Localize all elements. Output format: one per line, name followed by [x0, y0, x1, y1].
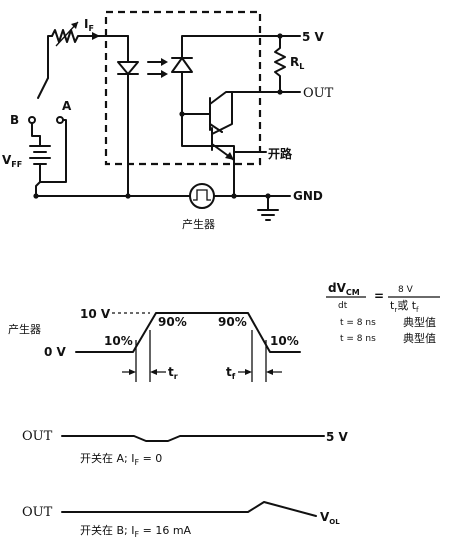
transistor-1 — [181, 91, 281, 133]
ground-symbol — [257, 195, 279, 221]
out-a-caption: 开关在 A; IF = 0 — [80, 451, 162, 467]
tf-markers — [238, 330, 282, 382]
out-b-trace — [61, 501, 317, 517]
v0-label: 0 V — [44, 345, 67, 359]
switch-b-label: B — [10, 113, 19, 127]
wire-open — [233, 151, 267, 173]
open-label: 开路 — [268, 146, 293, 161]
tf-arrow-right — [266, 369, 273, 375]
if-label: IF — [84, 17, 94, 33]
wire-contact-b — [31, 122, 41, 137]
out-label: OUT — [303, 86, 334, 101]
wire-pd-top — [181, 35, 281, 59]
transistor-2 — [211, 91, 235, 161]
out-b-label: OUT — [22, 505, 53, 520]
formula-line1-tail: 典型值 — [403, 315, 436, 329]
node-dot-1 — [179, 111, 185, 117]
generator-circle — [189, 183, 215, 209]
wire-contact-a — [39, 119, 67, 183]
formula-line2-tail: 典型值 — [403, 331, 436, 345]
v5-label: 5 V — [302, 30, 325, 44]
light-arrowhead-1 — [161, 58, 168, 66]
generator-pulse-icon — [193, 189, 211, 201]
pulse-waveform — [75, 312, 301, 353]
wire-top-left — [47, 35, 53, 45]
tf-arrow-left — [245, 369, 252, 375]
switch-blade — [37, 77, 49, 99]
formula-rhs-num: 8 V — [398, 285, 414, 295]
tr-label: tr — [168, 365, 178, 381]
switch-a-label: A — [62, 99, 72, 113]
output-switch-a: OUT 5 V 开关在 A; IF = 0 — [22, 429, 349, 467]
output-switch-b: OUT VOL 开关在 B; IF = 16 mA — [22, 501, 340, 539]
photodiode — [171, 57, 193, 73]
generator-waveform: 产生器 10 V 0 V 10% 90% 90% 10% tr tf — [8, 307, 301, 382]
v10-label: 10 V — [80, 307, 111, 321]
generator-label: 产生器 — [182, 217, 215, 231]
p90-left-label: 90% — [158, 315, 187, 329]
formula-eq: = — [374, 289, 384, 303]
formula-lhs-num: dVCM — [328, 281, 360, 297]
tr-arrow-right — [150, 369, 157, 375]
p90-right-label: 90% — [218, 315, 247, 329]
battery — [29, 135, 51, 197]
formula-lhs-den: dt — [338, 301, 348, 311]
out-a-v-label: 5 V — [326, 430, 349, 444]
tr-arrow-left — [129, 369, 136, 375]
rl-label: RL — [290, 55, 304, 71]
vff-label: VFF — [2, 153, 22, 169]
out-b-v-label: VOL — [320, 510, 340, 526]
if-current-arrow — [92, 32, 100, 40]
tr-markers — [122, 330, 166, 382]
out-b-caption: 开关在 B; IF = 16 mA — [80, 523, 192, 539]
gnd-label: GND — [293, 189, 323, 203]
waveform-gen-label: 产生器 — [8, 322, 41, 336]
formula-rhs-den: tr或 tf — [390, 299, 419, 314]
optocoupler-package — [104, 10, 262, 166]
test-circuit: IF 5 V RL OUT 开路 — [2, 10, 334, 231]
light-arrowhead-2 — [161, 70, 168, 78]
variable-resistor — [51, 29, 129, 43]
tf-label: tf — [226, 365, 236, 381]
transistor-2-emitter-arrow — [225, 152, 234, 160]
p10-right-label: 10% — [270, 334, 299, 348]
p10-left-label: 10% — [104, 334, 133, 348]
led-diode — [117, 61, 139, 75]
formula-line2: t = 8 ns — [340, 334, 376, 344]
load-resistor — [274, 35, 286, 93]
out-a-trace — [61, 435, 325, 442]
wire-pd-bottom — [181, 71, 235, 197]
dv-dt-formula: dVCM dt = 8 V tr或 tf t = 8 ns 典型值 t = 8 … — [326, 281, 440, 345]
out-a-label: OUT — [22, 429, 53, 444]
variable-resistor-arrowhead — [71, 22, 78, 29]
formula-line1: t = 8 ns — [340, 318, 376, 328]
